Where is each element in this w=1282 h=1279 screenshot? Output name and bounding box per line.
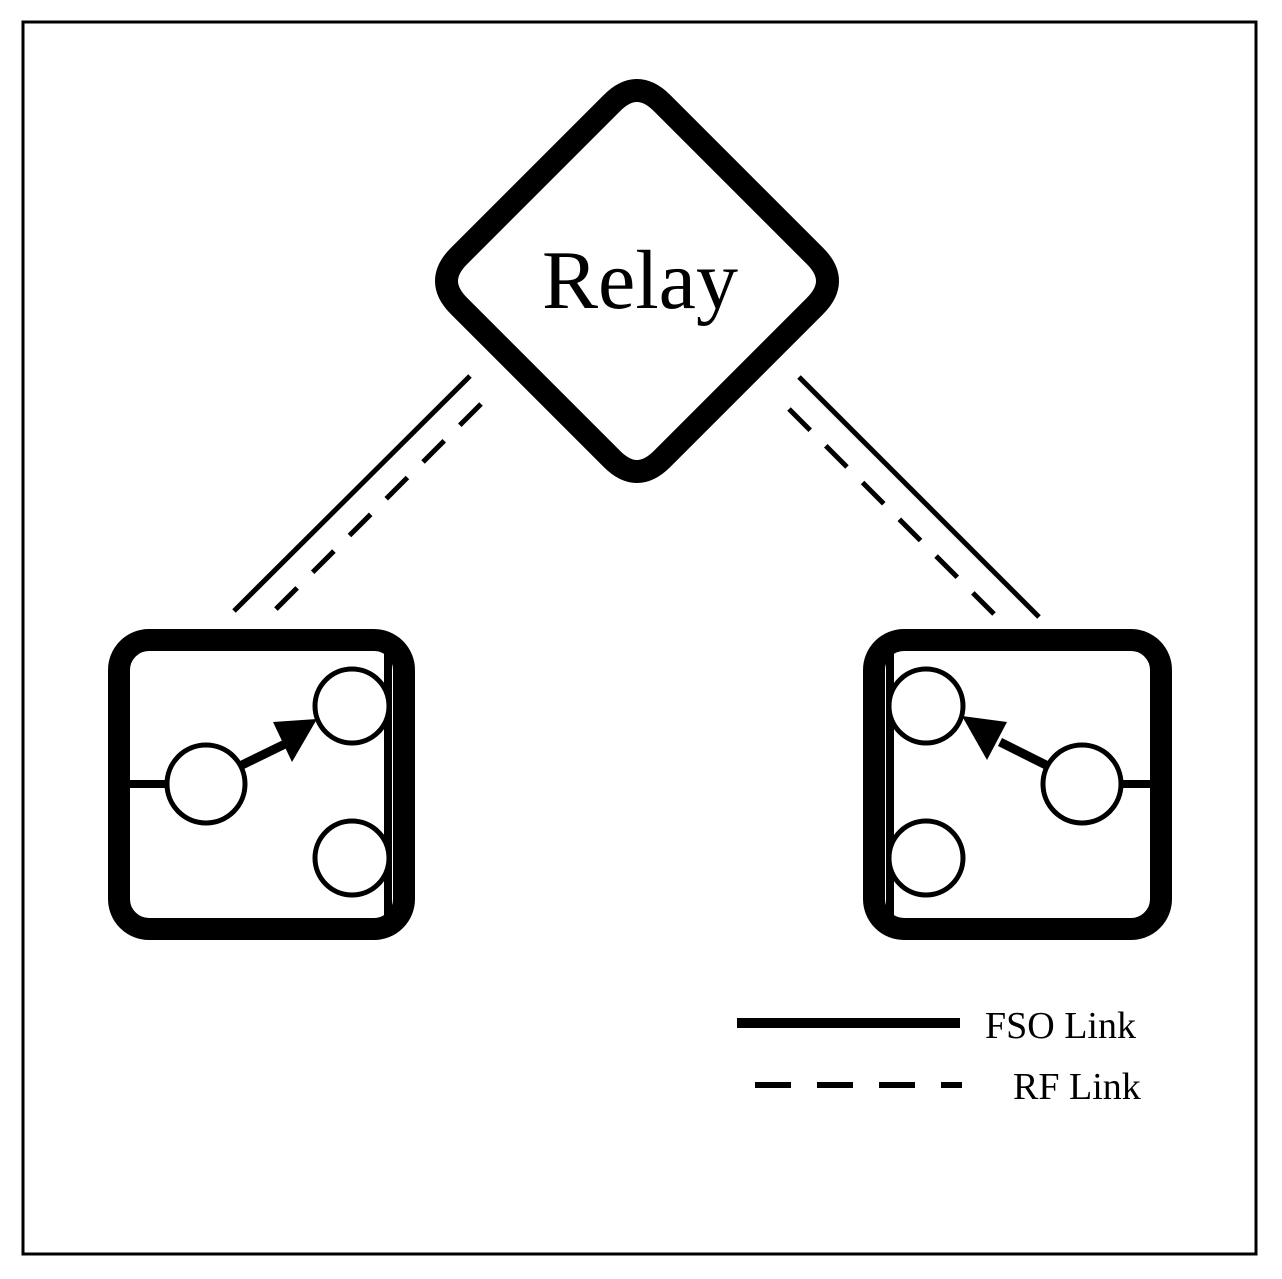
- right-switch-top-port: [886, 666, 966, 746]
- right-switch-bottom-port: [886, 818, 966, 898]
- left-switch-input-port: [164, 742, 248, 826]
- right-link-pair: [787, 375, 1041, 619]
- relay-node: Relay: [435, 79, 839, 483]
- right-switch-node: [863, 629, 1172, 940]
- right-switch-arrow-head: [962, 716, 1007, 760]
- right-switch-arrow-shaft: [997, 737, 1049, 770]
- left-fso-link: [232, 374, 472, 613]
- left-switch-arrow-head: [273, 719, 317, 762]
- legend-fso-label: FSO Link: [985, 1005, 1136, 1047]
- left-switch-top-port: [312, 666, 392, 746]
- left-link-pair: [232, 374, 483, 616]
- relay-diamond-icon: [435, 79, 839, 483]
- right-switch-input-port: [1040, 742, 1124, 826]
- relay-label: Relay: [542, 234, 738, 327]
- left-switch-node: [108, 629, 415, 940]
- left-switch-arrow-shaft: [240, 739, 287, 770]
- legend: FSO Link RF Link: [737, 1005, 1141, 1108]
- legend-rf-label: RF Link: [1013, 1066, 1141, 1108]
- right-fso-link: [797, 375, 1041, 619]
- left-switch-bottom-port: [312, 818, 392, 898]
